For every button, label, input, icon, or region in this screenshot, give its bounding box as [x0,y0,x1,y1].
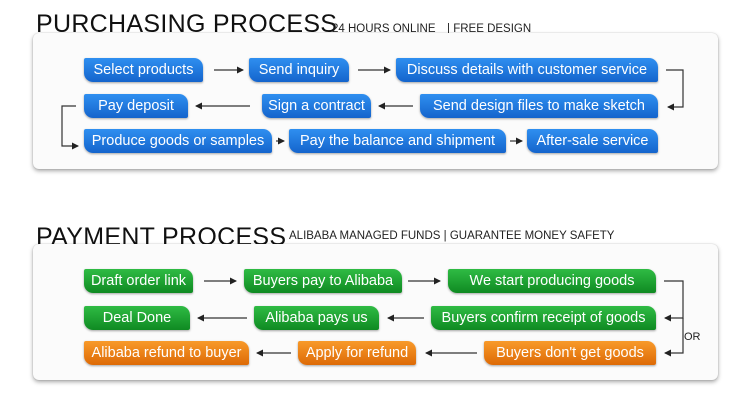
step-select-products: Select products [84,58,203,82]
step-draft-order-link: Draft order link [84,269,193,293]
step-send-design-files: Send design files to make sketch [420,94,658,118]
arrow-producing-to-confirm [664,280,684,322]
step-send-inquiry: Send inquiry [249,58,349,82]
step-discuss-details: Discuss details with customer service [396,58,658,82]
step-sign-contract: Sign a contract [262,94,371,118]
step-alibaba-pays-us: Alibaba pays us [254,306,379,330]
step-buyers-dont-get-goods: Buyers don't get goods [484,341,656,365]
step-pay-deposit: Pay deposit [84,94,188,118]
step-after-sale: After-sale service [527,129,658,153]
or-label: OR [684,331,701,343]
arrow-discuss-to-design [666,69,684,111]
step-deal-done: Deal Done [84,306,190,330]
step-buyers-pay-alibaba: Buyers pay to Alibaba [244,269,402,293]
step-produce-goods: Produce goods or samples [84,129,272,153]
arrow-producing-to-dontget [664,318,684,357]
step-apply-for-refund: Apply for refund [298,341,416,365]
step-pay-balance: Pay the balance and shipment [289,129,506,153]
arrow-deposit-to-produce [61,105,79,150]
step-alibaba-refund: Alibaba refund to buyer [84,341,249,365]
step-start-producing: We start producing goods [448,269,656,293]
step-buyers-confirm-receipt: Buyers confirm receipt of goods [431,306,656,330]
